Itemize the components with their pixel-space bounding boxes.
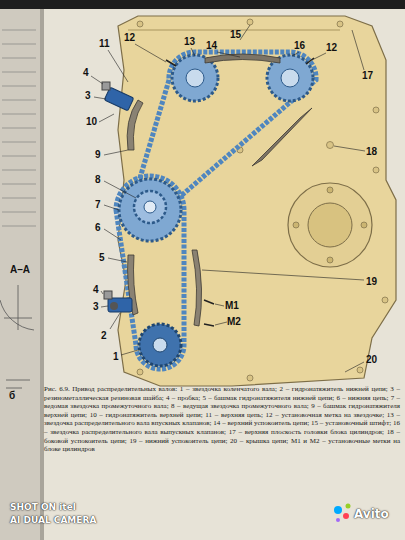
cylinder-head-block [118,16,396,386]
left-page [0,9,42,540]
side-damper [252,108,312,166]
callout-number: 13 [184,37,195,47]
callout-number: 2 [101,331,107,341]
callout-number: 8 [95,175,101,185]
camshaft-sprockets [166,55,314,101]
pump-hub [308,203,352,247]
callout-number: 3 [85,91,91,101]
callout-number: M1 [225,301,239,311]
callout-number: M2 [227,317,241,327]
crankshaft-sprocket [139,324,181,366]
photo-border [0,0,405,9]
callout-number: 17 [362,71,373,81]
callout-number: 18 [366,147,377,157]
callout-number: 1 [113,352,119,362]
callout-number: 12 [124,33,135,43]
callout-number: 19 [366,277,377,287]
callout-number: 4 [83,68,89,78]
callout-number: 6 [95,223,101,233]
camera-watermark: AI DUAL CAMERA [10,516,96,525]
callout-number: 5 [99,253,105,263]
callout-number: 12 [326,43,337,53]
callout-number: 20 [366,355,377,365]
upper-chain [132,52,316,224]
avito-logo [334,504,351,523]
callout-number: 11 [99,39,110,49]
callout-number: 3 [93,302,99,312]
callout-number: 10 [86,117,97,127]
upper-tensioner [102,82,134,111]
timing-marks [204,300,214,326]
lower-chain [116,176,184,369]
callout-number: 15 [230,30,241,40]
site-watermark: Avito [354,508,389,520]
callout-number: А–А [10,265,30,275]
callout-number: 14 [206,41,217,51]
callout-number: 4 [93,285,99,295]
leader-lines [91,25,365,372]
left-page-figure [0,30,36,388]
callout-number: б [9,391,15,401]
callout-number: 9 [95,150,101,160]
intermediate-sprockets [119,179,181,241]
figure-caption: Рис. 6.9. Привод распределительных валов… [44,385,400,454]
pump-housing [288,183,372,267]
callout-number: 16 [294,41,305,51]
camera-watermark: SHOT ON itel [10,503,76,512]
lower-damper [192,250,202,326]
callout-number: 7 [95,200,101,210]
lower-tensioner [104,291,132,312]
page-gutter [40,9,44,540]
upper-damper [205,54,280,63]
